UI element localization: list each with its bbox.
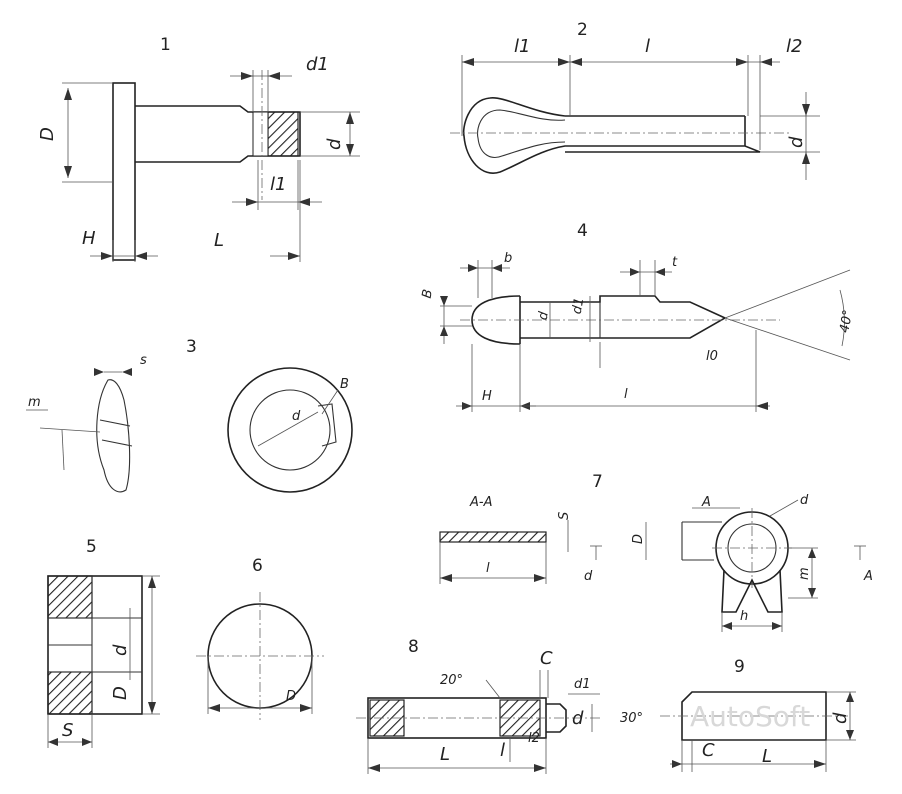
dim-C: C [540,648,553,669]
dim-l1: l1 [514,36,530,57]
dim-H: H [482,389,492,404]
dim-l1: l1 [270,174,286,195]
figure-8-chamfered-pin: 8 20° C d1 d L l l2 [356,637,600,774]
figure-7-retaining-clip: 7 A-A l S d D A d m [439,472,873,632]
dim-d: d [110,644,131,656]
dim-d1: d1 [574,677,591,692]
dim-b: b [504,251,512,266]
dim-S: S [557,512,572,520]
cut-A-left: d [584,569,593,584]
figure-6-number: 6 [252,556,263,576]
dim-l0: l0 [706,349,718,364]
dim-angle-40: 40° [837,309,856,334]
dim-l: l [500,740,505,761]
dim-l: l [486,561,490,576]
figure-9-plain-pin: 9 30° d C L AutoSoft [620,657,856,772]
dim-angle-30: 30° [620,711,643,726]
dim-m: D [631,534,646,544]
dim-t: t [672,255,678,270]
figure-3-spring-washer: 3 s m d B [26,337,353,493]
figure-4-rivet: 4 40° b t B d d1 [420,221,856,412]
watermark: AutoSoft [690,700,810,733]
dim-L: L [214,230,224,251]
dim-l2: l2 [786,36,802,57]
dim-H: H [82,228,96,249]
figure-1-clevis-pin: 1 D d1 d l1 [37,35,360,262]
dim-s: s [140,353,147,368]
dim-d: d [536,310,552,321]
dim-B: B [340,377,349,392]
dim-L: L [440,744,450,765]
section-A-A: A-A [469,495,492,510]
figure-2-split-pin: 2 l1 l l2 d [450,20,820,180]
cut-A-right: A [863,569,873,584]
dim-B: B [420,288,436,299]
figure-6-disc: 6 D [196,556,324,720]
figure-9-number: 9 [734,657,745,677]
figure-5-nut-section: 5 d D S [47,537,160,748]
figure-2-number: 2 [577,20,588,40]
figure-4-number: 4 [577,221,588,241]
dim-D: D [110,686,131,700]
dim-S: S [62,720,73,741]
dim-d: d [324,138,345,150]
figure-1-number: 1 [160,35,171,55]
dim-d: A [701,495,711,510]
dim-d: d [786,136,807,148]
dim-C: C [702,740,715,761]
dim-d1: d1 [306,54,329,75]
dim-l2: l2 [528,731,540,746]
dim-h: m [797,567,812,580]
dim-d: d [830,712,851,724]
dim-D: d [800,493,809,508]
dim-D: D [37,127,58,141]
dim-d: d [572,708,584,729]
dim-B1: h [740,609,748,624]
dim-L: L [762,746,772,767]
dim-d: d [292,409,301,424]
figure-5-number: 5 [86,537,97,557]
figure-8-number: 8 [408,637,419,657]
dim-m: m [28,395,41,410]
dim-angle-20: 20° [440,673,463,688]
dim-l: l [624,387,628,402]
figure-7-number: 7 [592,472,603,492]
figure-3-number: 3 [186,337,197,357]
dim-D: D [286,689,296,704]
dim-l: l [645,36,650,57]
dim-d1: d1 [570,296,588,315]
